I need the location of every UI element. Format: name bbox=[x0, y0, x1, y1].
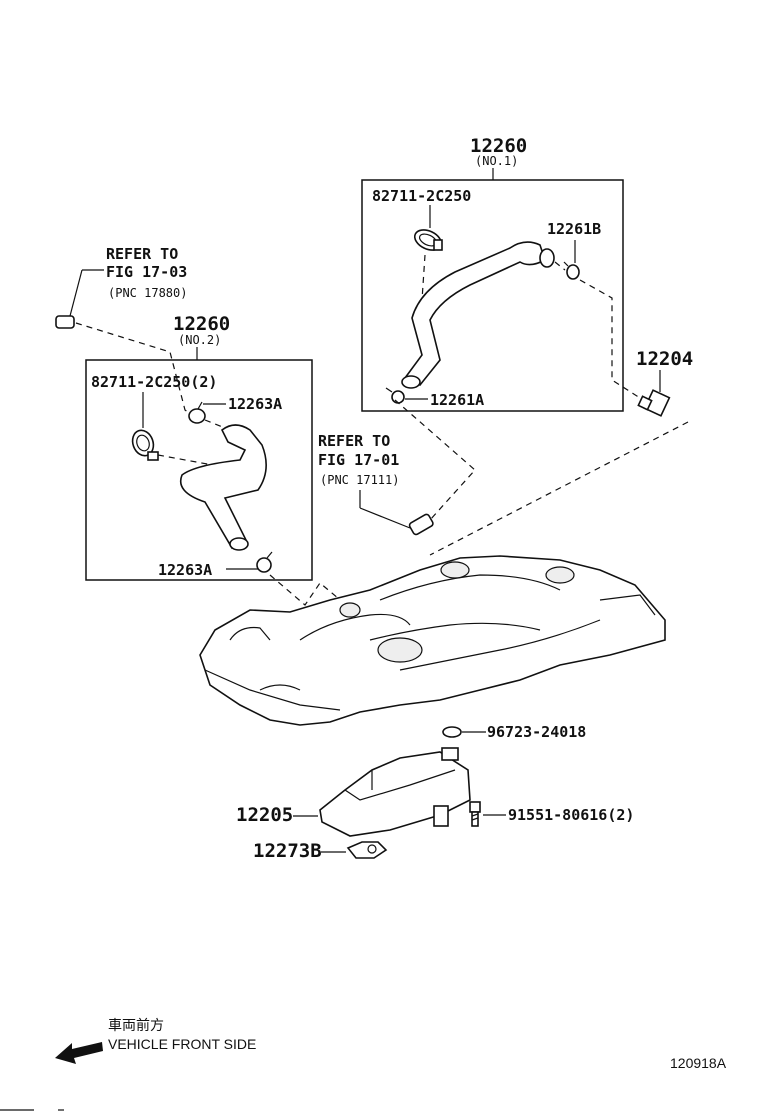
left-assembly-box bbox=[85, 359, 313, 581]
cylinder-head-cover-icon bbox=[199, 555, 666, 726]
clip-12263a-top-icon bbox=[188, 401, 206, 424]
left-assembly-sub: (NO.2) bbox=[178, 333, 221, 347]
clip-12273b-icon bbox=[346, 841, 388, 859]
vehicle-front-label: VEHICLE FRONT SIDE bbox=[108, 1036, 256, 1052]
hose-no2-icon bbox=[180, 424, 267, 550]
clip-12261b-icon bbox=[563, 261, 580, 280]
bolt-part: 91551-80616(2) bbox=[469, 801, 634, 827]
refer-fig-17-03: REFER TO FIG 17-03 (PNC 17880) bbox=[55, 245, 194, 417]
refer-mid-line2: FIG 17-01 bbox=[318, 451, 399, 469]
clip-12273b-label: 12273B bbox=[253, 840, 322, 862]
top-clamp-label: 82711-2C250 bbox=[372, 187, 471, 205]
pipe-stub-icon bbox=[55, 315, 75, 329]
top-assembly-sub: (NO.1) bbox=[475, 154, 518, 168]
hose-assembly-no2: 12260 (NO.2) 82711-2C250(2) 12263A 12263… bbox=[85, 313, 346, 606]
left-clamp-label: 82711-2C250(2) bbox=[91, 373, 217, 391]
refer-mid-line3: (PNC 17111) bbox=[320, 473, 399, 487]
bolt-label: 91551-80616(2) bbox=[508, 806, 634, 824]
top-left-clip-label: 12261A bbox=[430, 391, 484, 409]
figure-id: 120918A bbox=[670, 1055, 727, 1071]
oring-label: 96723-24018 bbox=[487, 723, 586, 741]
refer-fig-17-01: REFER TO FIG 17-01 (PNC 17111) bbox=[318, 399, 476, 536]
clip-12273b-part: 12273B bbox=[253, 840, 388, 862]
arrow-left-icon bbox=[55, 1042, 103, 1064]
left-top-clip-label: 12263A bbox=[228, 395, 282, 413]
refer-top-line2: FIG 17-03 bbox=[106, 263, 187, 281]
vehicle-front-japanese: 車両前方 bbox=[108, 1017, 164, 1033]
left-bottom-clip-label: 12263A bbox=[158, 561, 212, 579]
separator-part: 12205 bbox=[236, 747, 471, 837]
left-assembly-number: 12260 bbox=[173, 313, 230, 335]
refer-top-line1: REFER TO bbox=[106, 245, 178, 263]
pcv-valve: 12204 bbox=[429, 279, 693, 556]
top-right-clip-label: 12261B bbox=[547, 220, 601, 238]
oring-icon bbox=[442, 726, 462, 738]
valve-label: 12204 bbox=[636, 348, 693, 370]
valve-icon bbox=[637, 389, 671, 417]
pipe-stub-mid-icon bbox=[408, 513, 434, 536]
hose-clamp-icon bbox=[131, 429, 159, 461]
oil-separator-icon bbox=[319, 751, 471, 837]
bolt-icon bbox=[469, 801, 481, 827]
hose-assembly-no1: 12260 (NO.1) 82711-2C250 12261B 12261A bbox=[361, 135, 624, 412]
refer-top-line3: (PNC 17880) bbox=[108, 286, 187, 300]
top-assembly-number: 12260 bbox=[470, 135, 527, 157]
top-assembly-box bbox=[361, 179, 624, 412]
separator-label: 12205 bbox=[236, 804, 293, 826]
oring-part: 96723-24018 bbox=[442, 723, 586, 741]
clip-12263a-bottom-icon bbox=[256, 551, 273, 573]
hose-no1-icon bbox=[403, 241, 546, 386]
vehicle-front-indicator: 車両前方 VEHICLE FRONT SIDE bbox=[55, 1017, 256, 1064]
hose-clamp-icon bbox=[413, 229, 443, 251]
refer-mid-line1: REFER TO bbox=[318, 432, 390, 450]
